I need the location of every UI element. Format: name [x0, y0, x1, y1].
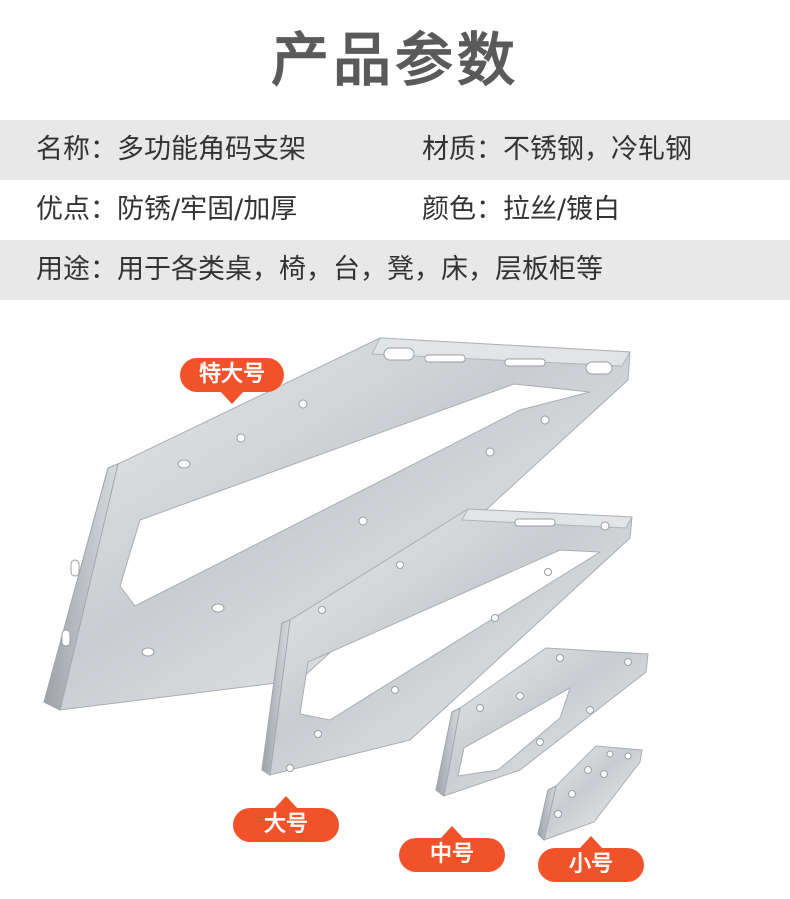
spec-color: 颜色：拉丝/镀白	[422, 194, 621, 225]
spec-row-3: 用途：用于各类桌，椅，台，凳，床，层板柜等	[0, 240, 790, 300]
bracket-extra-large	[43, 337, 631, 711]
page-title: 产品参数	[270, 26, 519, 94]
spec-usage: 用途：用于各类桌，椅，台，凳，床，层板柜等	[36, 254, 603, 285]
bracket-medium	[435, 647, 649, 797]
spec-material: 材质：不锈钢，冷轧钢	[422, 134, 692, 165]
product-illustration: 特大号 大号 中号 小号	[0, 300, 790, 899]
label-large: 大号	[233, 796, 339, 842]
bracket-drawing	[43, 337, 649, 841]
spec-name: 名称：多功能角码支架	[36, 134, 306, 165]
spec-advantage: 优点：防锈/牢固/加厚	[36, 194, 298, 225]
spec-row-2: 优点：防锈/牢固/加厚 颜色：拉丝/镀白	[0, 180, 790, 240]
bracket-large	[261, 508, 633, 776]
bracket-small	[537, 745, 643, 841]
spec-row-1: 名称：多功能角码支架 材质：不锈钢，冷轧钢	[0, 120, 790, 180]
label-extra-large: 特大号	[180, 358, 284, 404]
label-medium: 中号	[399, 826, 505, 872]
label-small: 小号	[538, 836, 644, 882]
